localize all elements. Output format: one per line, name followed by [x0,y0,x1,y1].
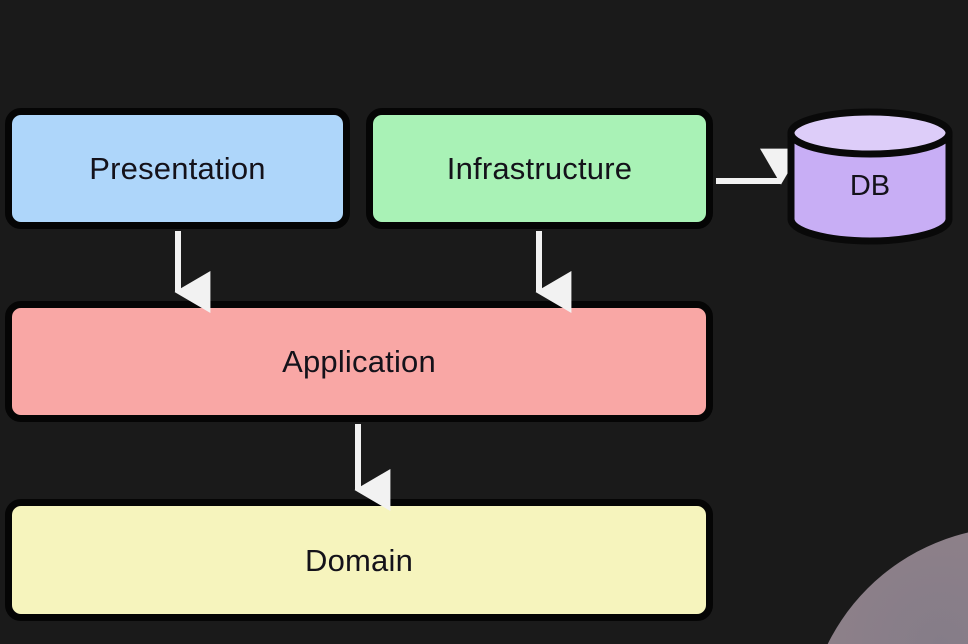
node-db-label-wrap: DB [791,146,949,226]
node-domain[interactable]: Domain [5,499,713,621]
node-infrastructure-label: Infrastructure [446,151,633,186]
background-orb [806,527,968,644]
node-application[interactable]: Application [5,301,713,422]
node-presentation-label: Presentation [89,151,266,186]
node-domain-label: Domain [304,542,414,578]
node-application-label: Application [282,344,436,379]
node-infrastructure[interactable]: Infrastructure [366,108,713,229]
node-presentation[interactable]: Presentation [5,108,350,229]
node-db-label: DB [849,169,891,202]
